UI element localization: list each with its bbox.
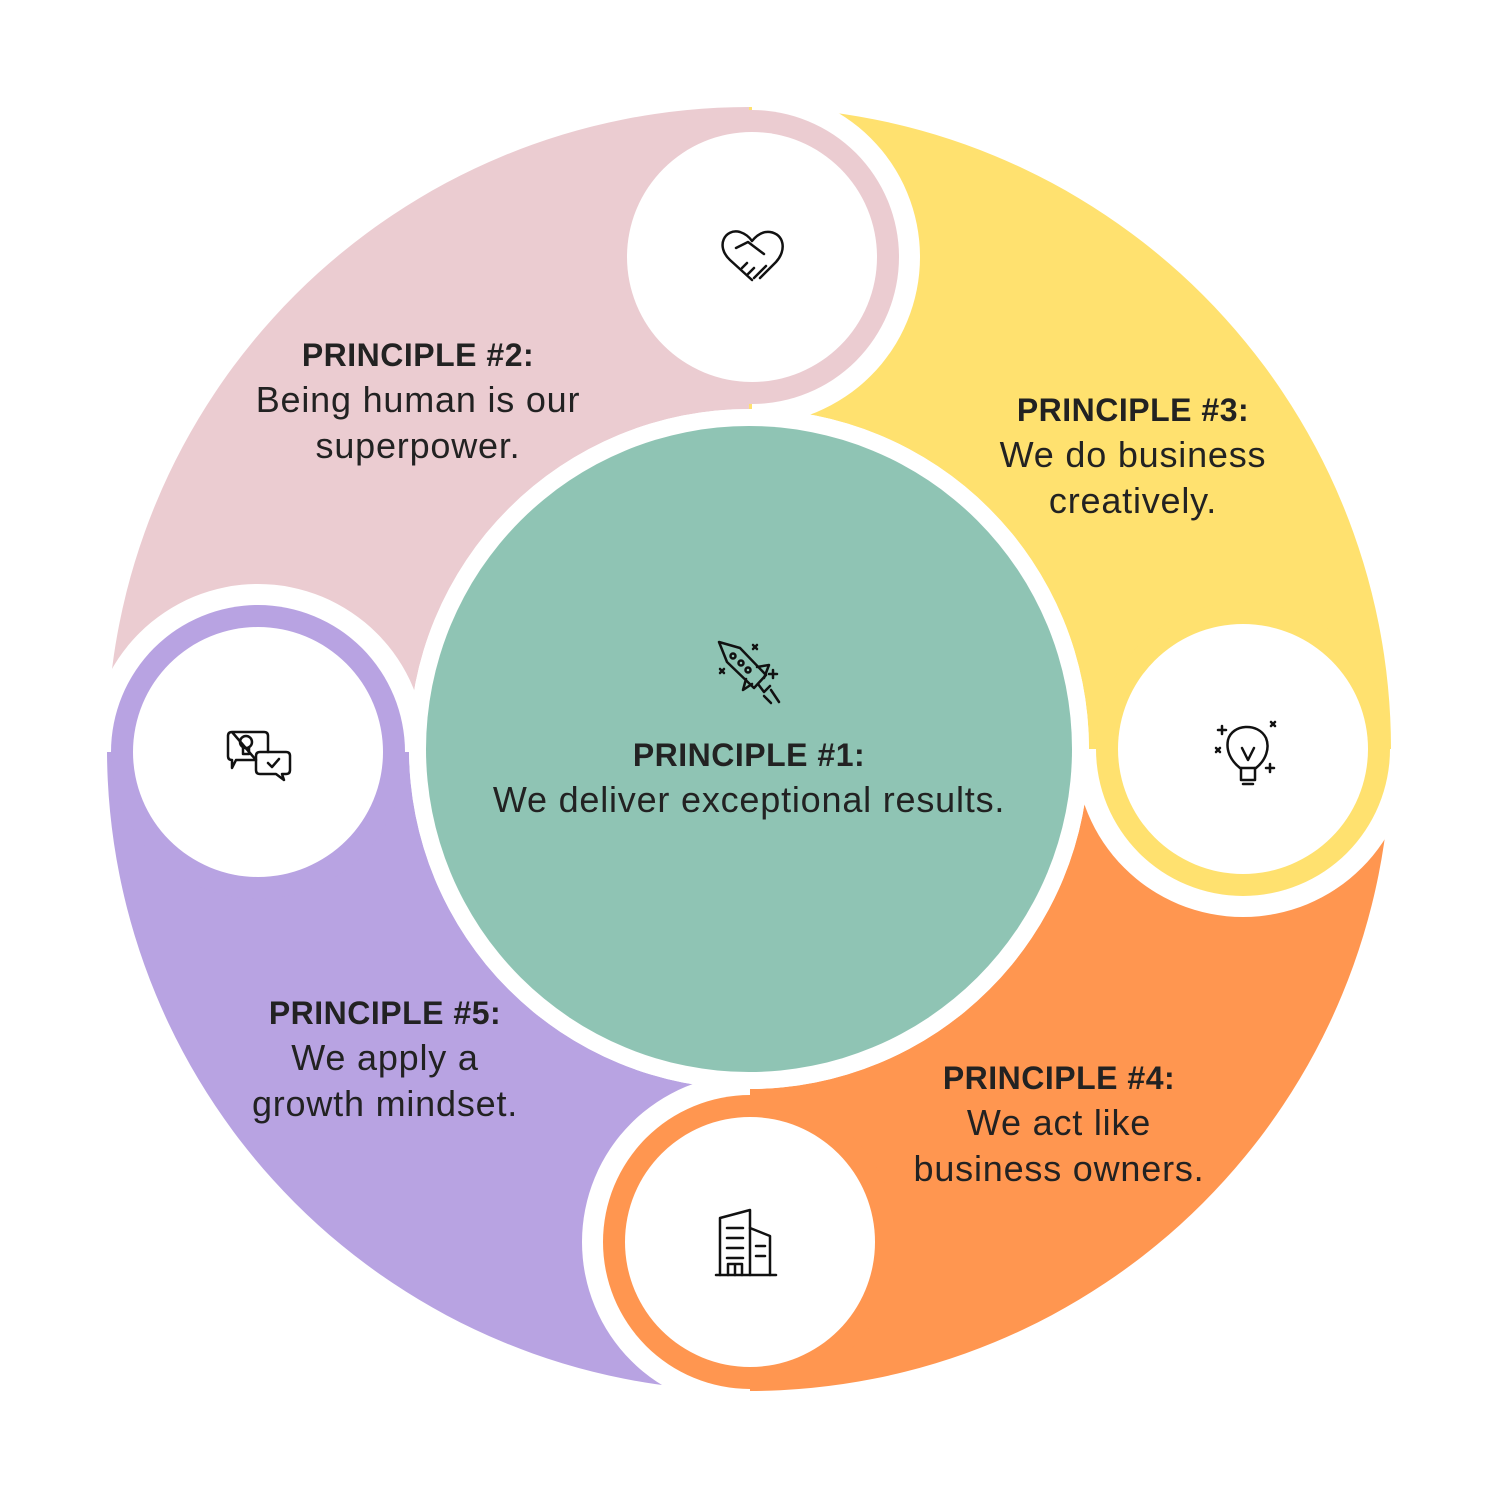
building-icon <box>714 1208 778 1277</box>
principle-3-label: PRINCIPLE #3: We do business creatively. <box>1000 388 1267 524</box>
principle-3-title: PRINCIPLE #3: <box>1016 392 1250 428</box>
principle-2-text: Being human is our superpower. <box>255 379 581 466</box>
principle-5-text: We apply a growth mindset. <box>251 1037 519 1124</box>
principle-2-label: PRINCIPLE #2: Being human is our superpo… <box>256 333 581 469</box>
lightbulb-icon <box>1214 720 1277 786</box>
handshake-heart-icon <box>721 230 784 282</box>
principle-4-title: PRINCIPLE #4: <box>942 1060 1176 1096</box>
rocket-icon <box>717 640 781 705</box>
icon-circle-principle-2 <box>627 132 877 382</box>
principle-2-title: PRINCIPLE #2: <box>301 337 535 373</box>
principle-1-label: PRINCIPLE #1: We deliver exceptional res… <box>493 733 1005 823</box>
principle-4-label: PRINCIPLE #4: We act like business owner… <box>914 1056 1205 1192</box>
principle-5-title: PRINCIPLE #5: <box>268 995 502 1031</box>
principle-4-text: We act like business owners. <box>913 1102 1205 1189</box>
principle-1-text: We deliver exceptional results. <box>492 779 1006 820</box>
principle-5-label: PRINCIPLE #5: We apply a growth mindset. <box>252 991 518 1127</box>
chat-bubbles-icon <box>226 730 292 782</box>
center-circle-principle-1 <box>426 426 1072 1072</box>
principle-3-text: We do business creatively. <box>999 434 1267 521</box>
principle-1-title: PRINCIPLE #1: <box>632 737 866 773</box>
